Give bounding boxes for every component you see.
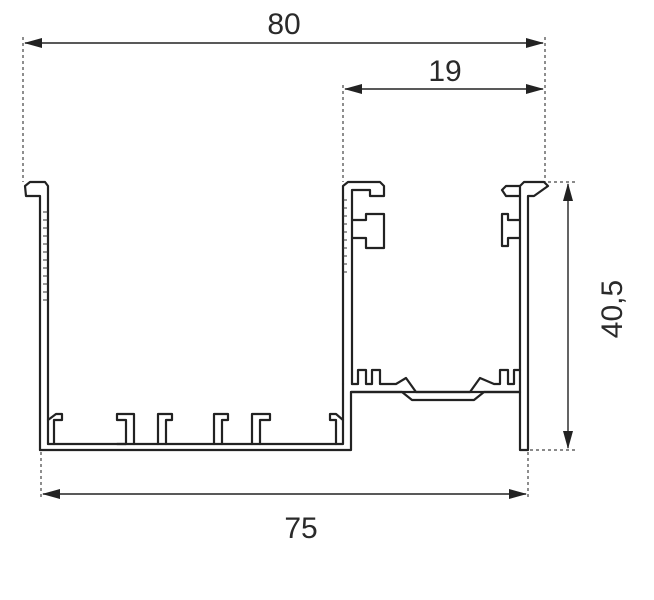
dimension-height: 40,5: [563, 183, 629, 449]
arrow-head-left: [42, 489, 60, 499]
left-wall-serration: [43, 211, 48, 301]
right-wall-inner-clip: [500, 184, 522, 198]
dimension-label-80: 80: [267, 8, 300, 41]
centre-wall: [341, 180, 386, 386]
bottom-t-slot-3: [212, 412, 230, 446]
bottom-t-slot-1: [115, 412, 136, 446]
bottom-t-slot-2: [156, 412, 174, 446]
centre-wall-inner-clip: [350, 212, 386, 250]
dimension-bottom-width: 75: [42, 489, 527, 545]
dimension-label-19: 19: [428, 55, 461, 88]
arrow-head-left: [24, 38, 42, 48]
main-channel-bottom-inner: [46, 382, 345, 446]
secondary-channel-floor-lower: [349, 390, 522, 402]
dimension-channel-width: 19: [344, 55, 544, 94]
right-wall: [518, 180, 550, 452]
left-corner-clip: [46, 412, 64, 446]
centre-wall-serration: [343, 199, 347, 273]
right-corner-clip: [328, 412, 345, 446]
arrow-head-bottom: [563, 431, 573, 449]
dimension-label-40-5: 40,5: [596, 280, 629, 338]
secondary-channel-floor: [350, 368, 522, 394]
left-wall: [23, 180, 50, 452]
dimension-label-75: 75: [284, 512, 317, 545]
bottom-t-slot-4: [250, 412, 272, 446]
arrow-head-right: [526, 38, 544, 48]
arrow-head-top: [563, 183, 573, 201]
arrow-head-right: [509, 489, 527, 499]
dimension-total-width: 80: [24, 8, 544, 48]
aluminium-profile: [23, 180, 550, 452]
arrow-head-right: [526, 84, 544, 94]
arrow-head-left: [344, 84, 362, 94]
right-wall-mid-clip: [500, 212, 522, 248]
extension-lines: [22, 37, 575, 500]
